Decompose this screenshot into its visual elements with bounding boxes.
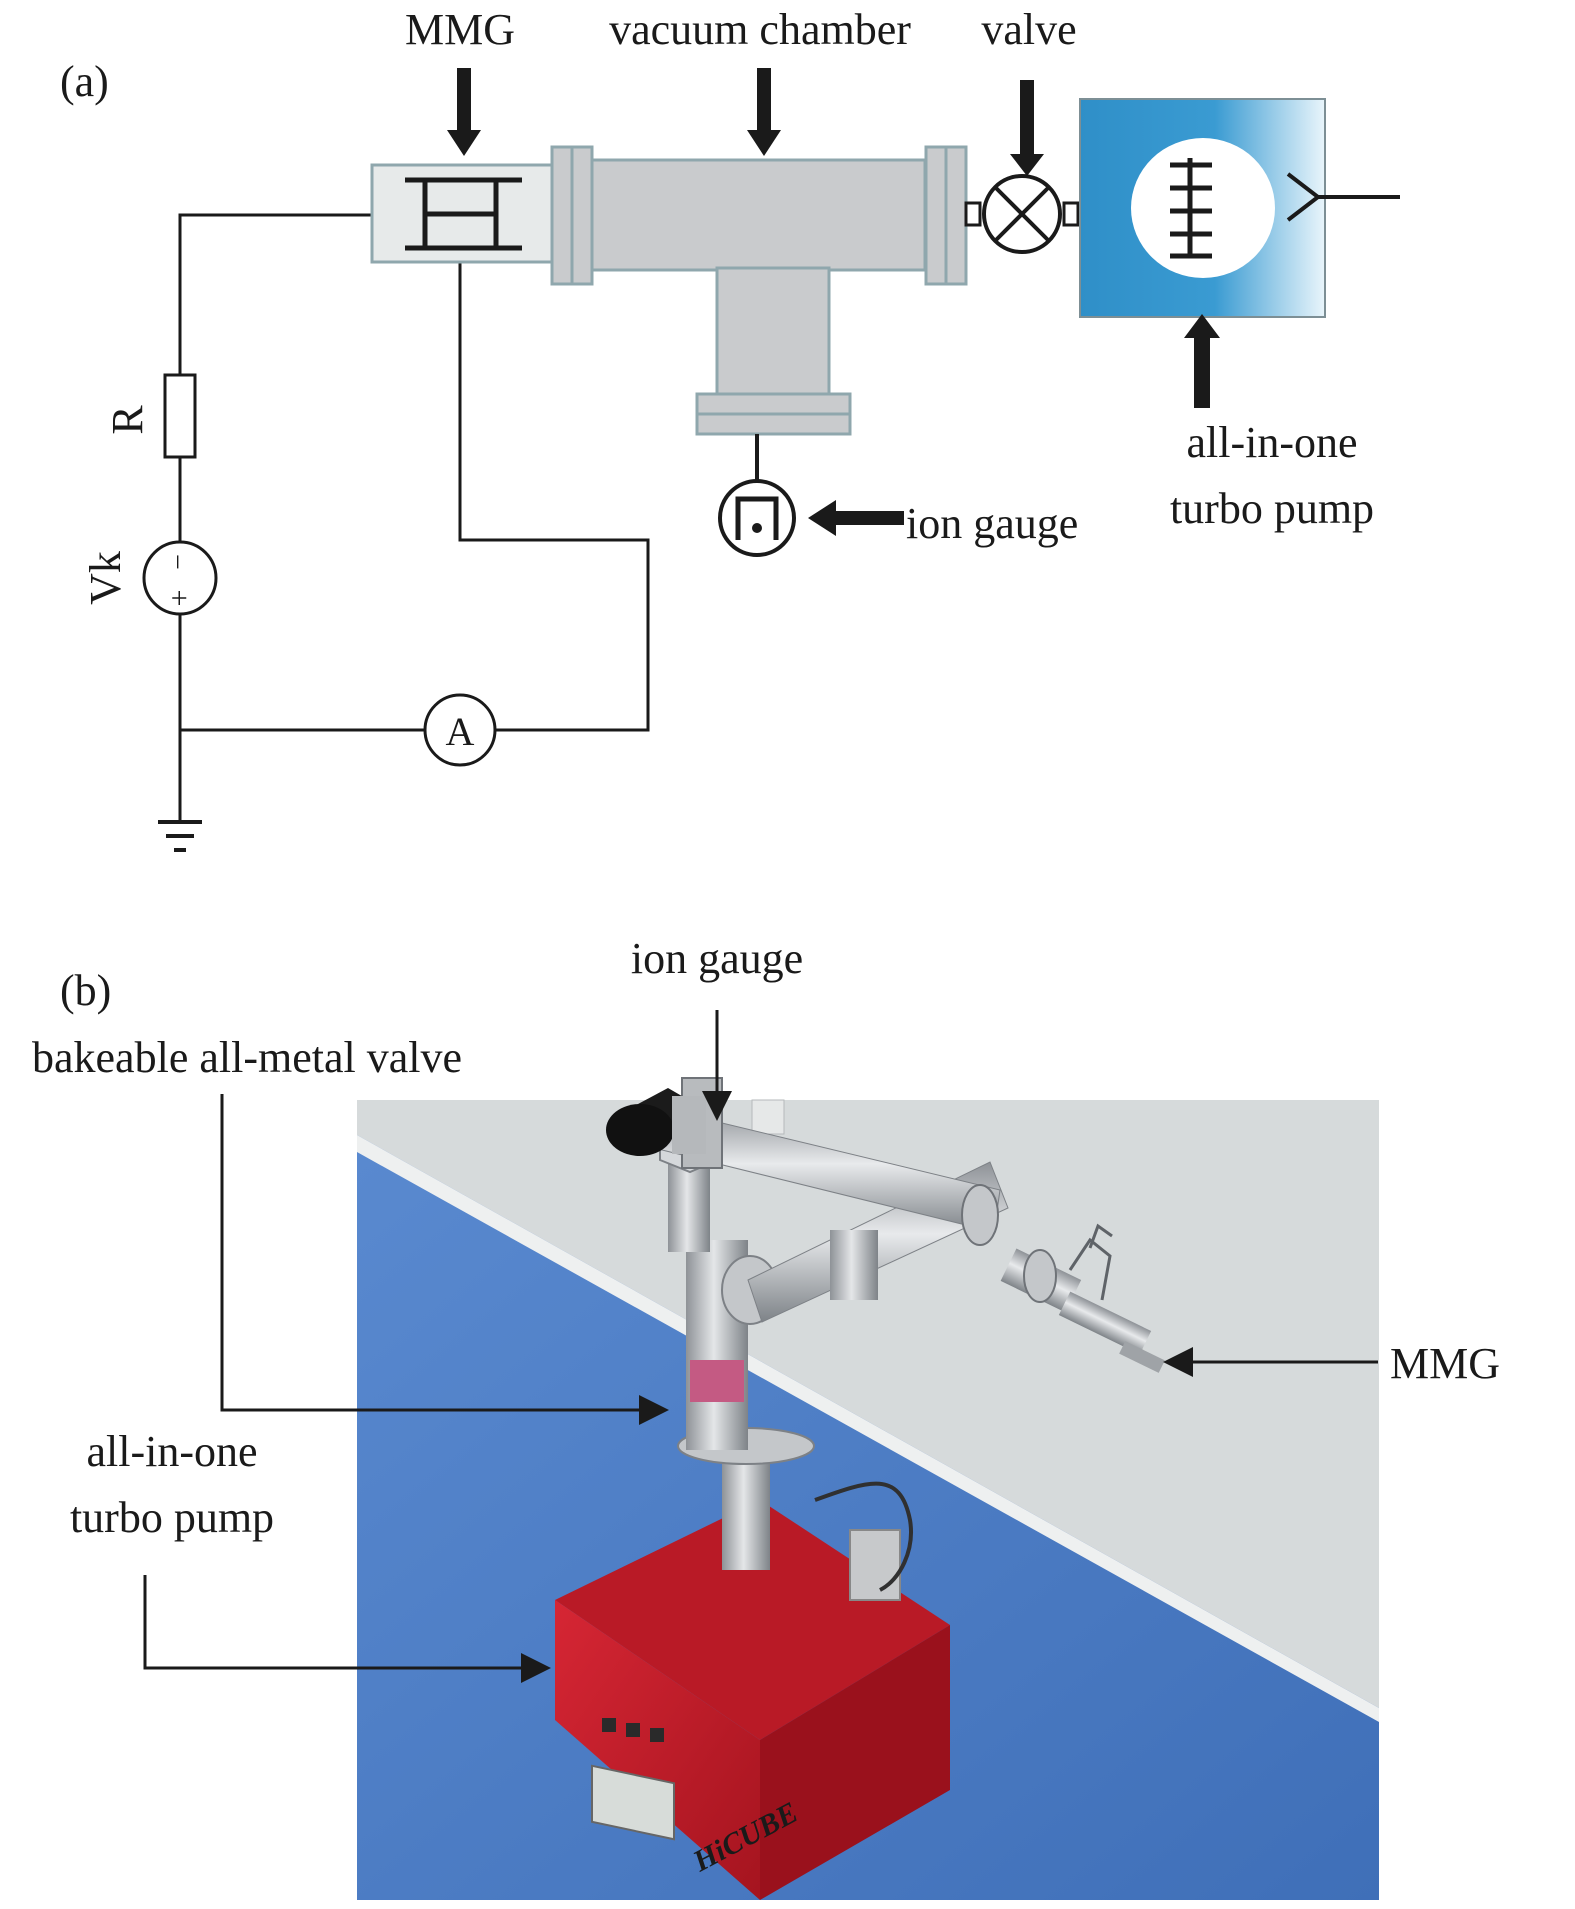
arrow-mmg xyxy=(447,68,481,156)
photo-valve-stem xyxy=(668,1160,710,1252)
photo-ion-gauge-label: ion gauge xyxy=(631,934,803,983)
ammeter-symbol xyxy=(423,693,497,767)
panel-b-label: (b) xyxy=(60,966,111,1015)
chamber-vertical-tube xyxy=(715,266,831,398)
turbo-pump-rotor-window xyxy=(1131,138,1275,278)
voltage-minus-sign: − xyxy=(163,554,194,570)
photo-pump-buttons xyxy=(602,1718,664,1742)
photo-cable xyxy=(814,1481,913,1592)
photo-wall xyxy=(357,1100,1379,1708)
leader-turbo-pump xyxy=(143,1575,551,1683)
photo-baseboard xyxy=(357,1135,1379,1722)
mmg-label: MMG xyxy=(405,5,515,54)
chamber-left-flange-inner xyxy=(570,145,594,286)
thick-arrows xyxy=(447,68,1220,536)
panel-a: (a) R − + Vk A xyxy=(60,5,1400,852)
voltage-source-symbol xyxy=(142,540,218,616)
panel-b: (b) HiCUBE xyxy=(32,934,1500,1900)
panel-a-label: (a) xyxy=(60,57,109,106)
arrow-ion-gauge xyxy=(808,500,904,536)
photo-valve-label: bakeable all-metal valve xyxy=(32,1033,462,1082)
turbo-pump-label-line1: all-in-one xyxy=(1186,418,1357,467)
chamber-bottom-flange-inner xyxy=(695,412,852,436)
photo-turbo-pump-label-line1: all-in-one xyxy=(86,1427,257,1476)
valve-symbol xyxy=(982,174,1062,254)
vacuum-chamber-label: vacuum chamber xyxy=(609,5,911,54)
ion-gauge-label: ion gauge xyxy=(906,499,1078,548)
chamber-horizontal-tube xyxy=(588,158,927,272)
turbo-pump-label-line2: turbo pump xyxy=(1170,484,1374,533)
valve-connector-left xyxy=(964,201,982,227)
wire-anode-return xyxy=(458,248,650,732)
mmg-electrodes xyxy=(405,177,522,251)
chamber-right-flange-inner xyxy=(924,145,948,286)
resistor-symbol xyxy=(163,373,197,459)
photo-pump-top xyxy=(555,1500,950,1740)
ground-symbol xyxy=(158,820,202,852)
photo-turbo-pump-label-line2: turbo pump xyxy=(70,1493,274,1542)
photo-pump-front xyxy=(555,1600,760,1900)
turbo-pump-rotor xyxy=(1170,158,1212,259)
vacuum-chamber xyxy=(550,145,968,436)
ion-gauge-symbol xyxy=(718,479,796,557)
turbo-pump-schematic xyxy=(1079,98,1400,318)
arrow-valve xyxy=(1010,80,1044,176)
ammeter-label: A xyxy=(446,709,475,754)
photo-valve-label-band xyxy=(690,1360,744,1402)
valve-label: valve xyxy=(981,5,1076,54)
arrow-turbo-pump xyxy=(1184,314,1220,408)
photo-pump-controller xyxy=(849,1529,901,1601)
voltage-source-label: Vk xyxy=(81,551,130,605)
arrow-vacuum-chamber xyxy=(747,68,781,156)
photo-mmg-label: MMG xyxy=(1390,1339,1500,1388)
circuit-wires xyxy=(178,213,650,822)
valve-connector-right xyxy=(1062,201,1080,227)
voltage-plus-sign: + xyxy=(163,590,196,607)
photo-ion-gauge-head xyxy=(606,1088,706,1156)
photo-pump-display xyxy=(591,1764,675,1841)
photo-mmg-assembly xyxy=(961,1184,1165,1373)
apparatus-photo: HiCUBE xyxy=(357,1077,1379,1900)
leader-valve xyxy=(220,1094,669,1425)
photo-pump-side xyxy=(760,1625,950,1900)
resistor-label: R xyxy=(103,405,152,435)
photo-wall-outlet xyxy=(751,1099,785,1135)
wire-left-top xyxy=(178,213,418,730)
photo-leader-lines xyxy=(143,1010,1378,1683)
photo-tee-branch xyxy=(830,1230,878,1300)
